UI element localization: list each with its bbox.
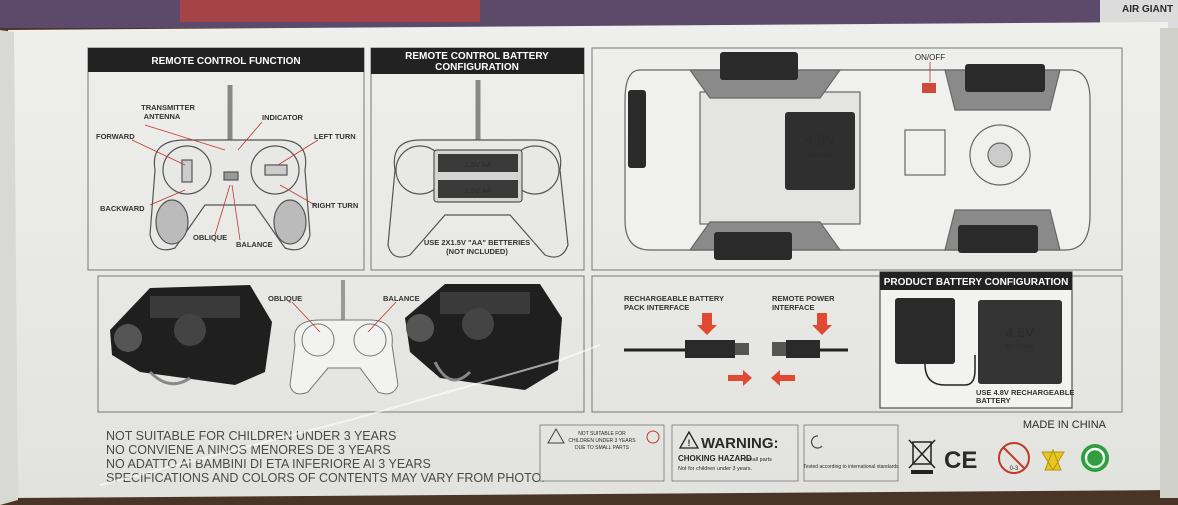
label-antenna: ANTENNA <box>144 112 181 121</box>
warning-subtitle: CHOKING HAZARD <box>678 454 752 463</box>
vehicle-battery-voltage: 4.8V <box>805 132 836 149</box>
small-warning-line1: NOT SUITABLE FOR <box>578 431 626 437</box>
product-battery-pack <box>978 300 1062 384</box>
battery-title-line2: CONFIGURATION <box>435 62 519 73</box>
connector-drawing <box>624 340 848 358</box>
wheel-front-right <box>965 64 1045 92</box>
label-right-turn: RIGHT TURN <box>312 201 358 210</box>
corner-text: AIR GIANT <box>1122 4 1173 15</box>
label-indicator: INDICATOR <box>262 113 304 122</box>
label-transmitter: TRANSMITTER <box>141 103 195 112</box>
remote-function-panel: REMOTE CONTROL FUNCTION TRANSMITTER ANTE… <box>87 47 365 271</box>
car-right-drawing <box>405 284 562 390</box>
made-in-china: MADE IN CHINA <box>1023 419 1107 431</box>
product-battery-note-line2: BATTERY <box>976 396 1011 405</box>
small-warning-line2: CHILDREN UNDER 3 YEARS <box>568 438 636 444</box>
on-off-label: ON/OFF <box>915 53 945 62</box>
vehicle-battery <box>785 112 855 190</box>
demo-label-oblique: OBLIQUE <box>268 294 302 303</box>
rechargeable-line1: RECHARGEABLE BATTERY <box>624 294 724 303</box>
vehicle-underside-panel: 4.8V BETTERIES ON/OFF <box>591 47 1123 271</box>
warning-title: WARNING: <box>701 435 779 452</box>
box-crease-reflection <box>99 344 601 486</box>
wheel-front-left <box>720 52 798 80</box>
battery-cell-1-label: 1.5V AA <box>464 160 491 169</box>
footer-line-3: NO ADATTO AI BAMBINI DI ETA INFERIORE AI… <box>106 457 431 471</box>
battery-cell-1 <box>438 154 518 172</box>
battery-title-line1: REMOTE CONTROL BATTERY <box>405 51 549 62</box>
wheel-side <box>628 90 646 168</box>
demo-label-balance: BALANCE <box>383 294 420 303</box>
charger-line2: CHARGER <box>910 332 941 338</box>
label-left-turn: LEFT TURN <box>314 132 356 141</box>
remote-battery-panel: REMOTE CONTROL BATTERY CONFIGURATION 1.5… <box>370 47 585 271</box>
small-warning-box <box>539 424 665 482</box>
footer: NOT SUITABLE FOR CHILDREN UNDER 3 YEARS … <box>106 419 1109 485</box>
tested-moon-icon <box>810 435 823 449</box>
tested-text: Tested according to international standa… <box>803 464 899 470</box>
no-under-3-icon: 0-3 <box>998 442 1030 474</box>
ce-mark-icon: CE <box>944 447 977 474</box>
car-left-drawing <box>110 285 272 386</box>
chassis-drawing <box>624 69 1091 251</box>
label-oblique: OBLIQUE <box>193 233 227 242</box>
svg-text:0-3: 0-3 <box>1010 466 1019 472</box>
small-warning-line3: DUE TO SMALL PARTS <box>575 445 630 451</box>
battery-note-line1: USE 2X1.5V "AA" BETTERIES <box>424 238 530 247</box>
label-forward: FORWARD <box>96 132 135 141</box>
warning-box <box>671 424 799 482</box>
remote-demo-drawing <box>289 280 399 395</box>
battery-cell-2 <box>438 180 518 198</box>
product-battery-note-line1: USE 4.8V RECHARGEABLE <box>976 388 1074 397</box>
battery-cell-2-label: 1.5V AA <box>464 186 491 195</box>
product-battery-title: PRODUCT BATTERY CONFIGURATION <box>884 277 1069 288</box>
on-off-switch <box>922 83 936 93</box>
box-left-edge <box>0 30 18 505</box>
remote-power-line2: INTERFACE <box>772 303 815 312</box>
recycle-icon <box>1041 448 1065 471</box>
product-battery-word: BETTERIES <box>1006 344 1034 350</box>
warning-detail: Not for children under 3 years. <box>678 466 752 472</box>
footer-line-2: NO CONVIENE A NINOS MENORES DE 3 YEARS <box>106 443 391 457</box>
small-warning-triangle-icon <box>547 427 565 444</box>
background-red-item <box>180 0 480 22</box>
demo-panel: OBLIQUE BALANCE <box>97 275 585 413</box>
small-no-symbol-icon <box>646 430 660 444</box>
box-right-edge <box>1160 28 1178 498</box>
remote-control-drawing <box>149 85 311 251</box>
charger-line1: BATTERY <box>911 324 938 330</box>
svg-text:!: ! <box>688 438 691 448</box>
wheel-rear-right <box>958 225 1038 253</box>
interface-arrows <box>697 313 832 386</box>
interfaces-panel: RECHARGEABLE BATTERY PACK INTERFACE REMO… <box>591 271 1123 413</box>
remote-power-line1: REMOTE POWER <box>772 294 835 303</box>
wheel-rear-left <box>714 232 792 260</box>
remote-function-title: REMOTE CONTROL FUNCTION <box>151 56 300 67</box>
warning-triangle-icon <box>678 430 700 449</box>
tested-box <box>803 424 899 482</box>
rechargeable-line2: PACK INTERFACE <box>624 303 689 312</box>
footer-line-4: SPECIFICATIONS AND COLORS OF CONTENTS MA… <box>106 471 545 485</box>
recycle-bin-crossed-icon <box>908 439 936 474</box>
product-battery-voltage: 4.8V <box>1006 324 1035 340</box>
battery-note-line2: (NOT INCLUDED) <box>446 247 508 256</box>
warning-subtitle-tail: - Small parts <box>741 457 772 463</box>
vehicle-battery-word: BETTERIES <box>806 153 834 159</box>
label-balance: BALANCE <box>236 240 273 249</box>
charger-drawing <box>895 298 955 364</box>
green-dot-icon <box>1081 444 1109 472</box>
footer-line-1: NOT SUITABLE FOR CHILDREN UNDER 3 YEARS <box>106 429 396 443</box>
label-backward: BACKWARD <box>100 204 145 213</box>
